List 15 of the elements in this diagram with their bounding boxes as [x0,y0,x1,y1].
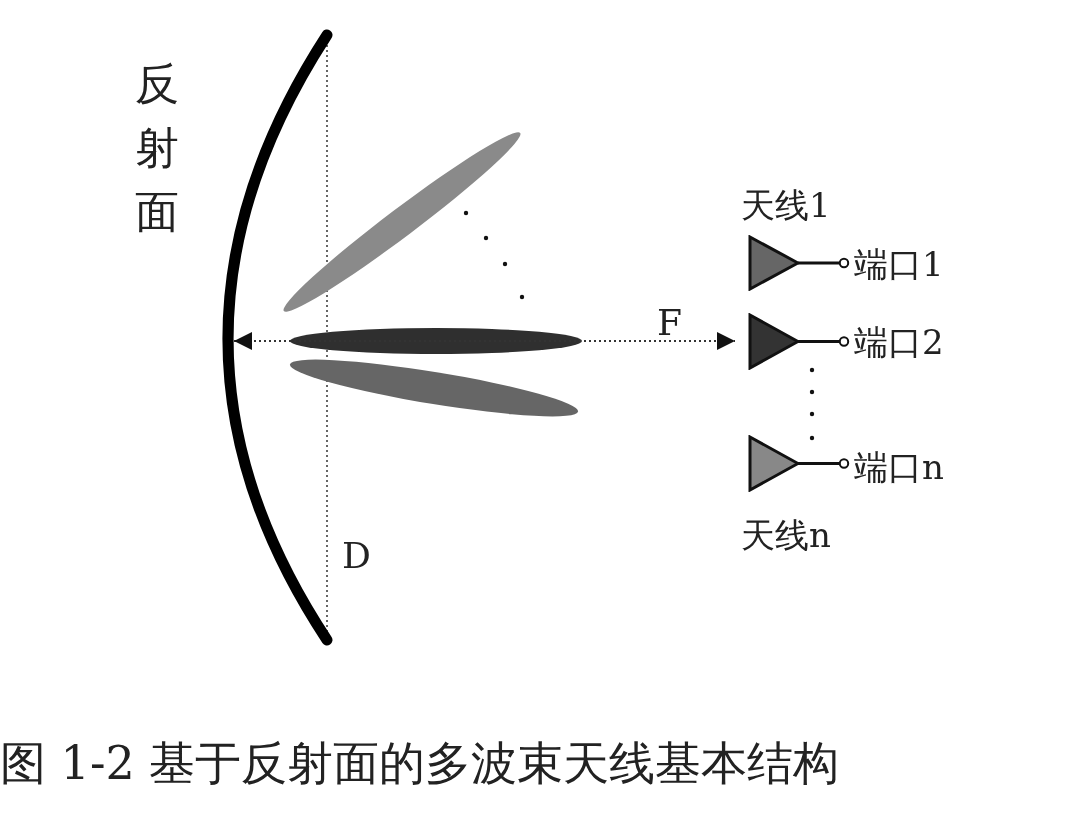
dimension-label: F [657,305,682,341]
antenna-triangle [748,235,800,291]
caption: 图 1-2 基于反射面的多波束天线基本结构 [0,740,840,786]
connector-line [798,257,850,269]
connector-line [798,336,850,347]
port-label: 端口1 [854,244,944,284]
antenna-label: 天线1 [741,188,831,222]
connector-line [798,458,850,469]
dimension-label: D [342,538,371,574]
port-label: 端口n [854,447,944,487]
antenna-label: 天线n [741,518,831,552]
port-label: 端口2 [854,322,944,362]
reflector-label: 反射面 [135,57,180,239]
antenna-triangle [748,435,800,492]
antenna-triangle [748,313,800,370]
